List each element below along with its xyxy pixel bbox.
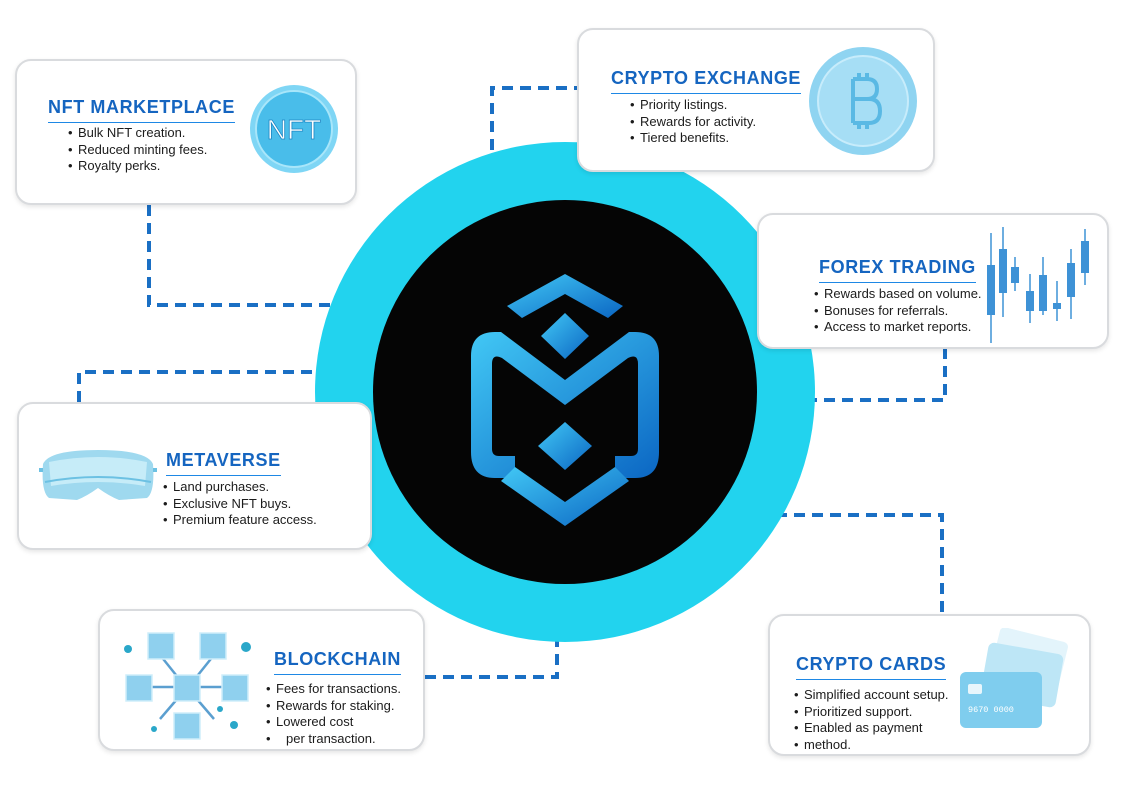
list-item: Bulk NFT creation. [68,125,207,142]
card-title: BLOCKCHAIN [274,649,401,675]
list-item: Lowered cost [266,714,401,731]
benefit-list: Fees for transactions. Rewards for staki… [266,681,401,747]
nft-coin-icon: NFT [248,83,340,175]
credit-cards-icon: 9670 0000 [954,628,1074,738]
card-title: NFT MARKETPLACE [48,97,235,123]
m-logo-icon [471,274,659,526]
list-item: Royalty perks. [68,158,207,175]
card-nft-marketplace[interactable]: NFT MARKETPLACE Bulk NFT creation. Reduc… [15,59,357,205]
list-item: Exclusive NFT buys. [163,496,317,513]
vr-headset-icon [37,442,159,506]
benefit-list: Simplified account setup. Prioritized su… [794,687,949,753]
candlestick-chart-icon [985,219,1097,345]
list-item: Land purchases. [163,479,317,496]
connector-nft [147,205,400,307]
card-title: METAVERSE [166,450,281,476]
central-hub [315,142,815,642]
list-item: Simplified account setup. [794,687,949,704]
connector-blockchain [425,630,559,679]
list-item: Premium feature access. [163,512,317,529]
list-item: Rewards for staking. [266,698,401,715]
card-blockchain[interactable]: BLOCKCHAIN Fees for transactions. Reward… [98,609,425,751]
list-item: Tiered benefits. [630,130,756,147]
card-crypto-cards[interactable]: CRYPTO CARDS Simplified account setup. P… [768,614,1091,756]
card-title: CRYPTO CARDS [796,654,947,680]
benefit-list: Priority listings. Rewards for activity.… [630,97,756,147]
card-title: FOREX TRADING [819,257,976,283]
list-item: method. [794,737,949,754]
connector-cards [722,513,944,614]
list-item: Priority listings. [630,97,756,114]
list-item: Prioritized support. [794,704,949,721]
list-item: Enabled as payment [794,720,949,737]
card-title: CRYPTO EXCHANGE [611,68,802,94]
nft-coin-label: NFT [267,114,321,145]
bitcoin-coin-icon [807,45,919,157]
benefit-list: Land purchases. Exclusive NFT buys. Prem… [163,479,317,529]
list-item: Rewards based on volume. [814,286,982,303]
benefit-list: Rewards based on volume. Bonuses for ref… [814,286,982,336]
list-item: Access to market reports. [814,319,982,336]
card-crypto-exchange[interactable]: CRYPTO EXCHANGE Priority listings. Rewar… [577,28,935,172]
blockchain-cubes-icon [114,625,260,743]
card-metaverse[interactable]: METAVERSE Land purchases. Exclusive NFT … [17,402,372,550]
list-item: Fees for transactions. [266,681,401,698]
connector-exchange [490,86,585,212]
list-item: Bonuses for referrals. [814,303,982,320]
card-forex-trading[interactable]: FOREX TRADING Rewards based on volume. B… [757,213,1109,349]
card-number: 9670 0000 [968,705,1014,715]
list-item: Rewards for activity. [630,114,756,131]
benefit-list: Bulk NFT creation. Reduced minting fees.… [68,125,207,175]
list-item: per transaction. [266,731,401,748]
list-item: Reduced minting fees. [68,142,207,159]
connector-metaverse [77,370,378,402]
